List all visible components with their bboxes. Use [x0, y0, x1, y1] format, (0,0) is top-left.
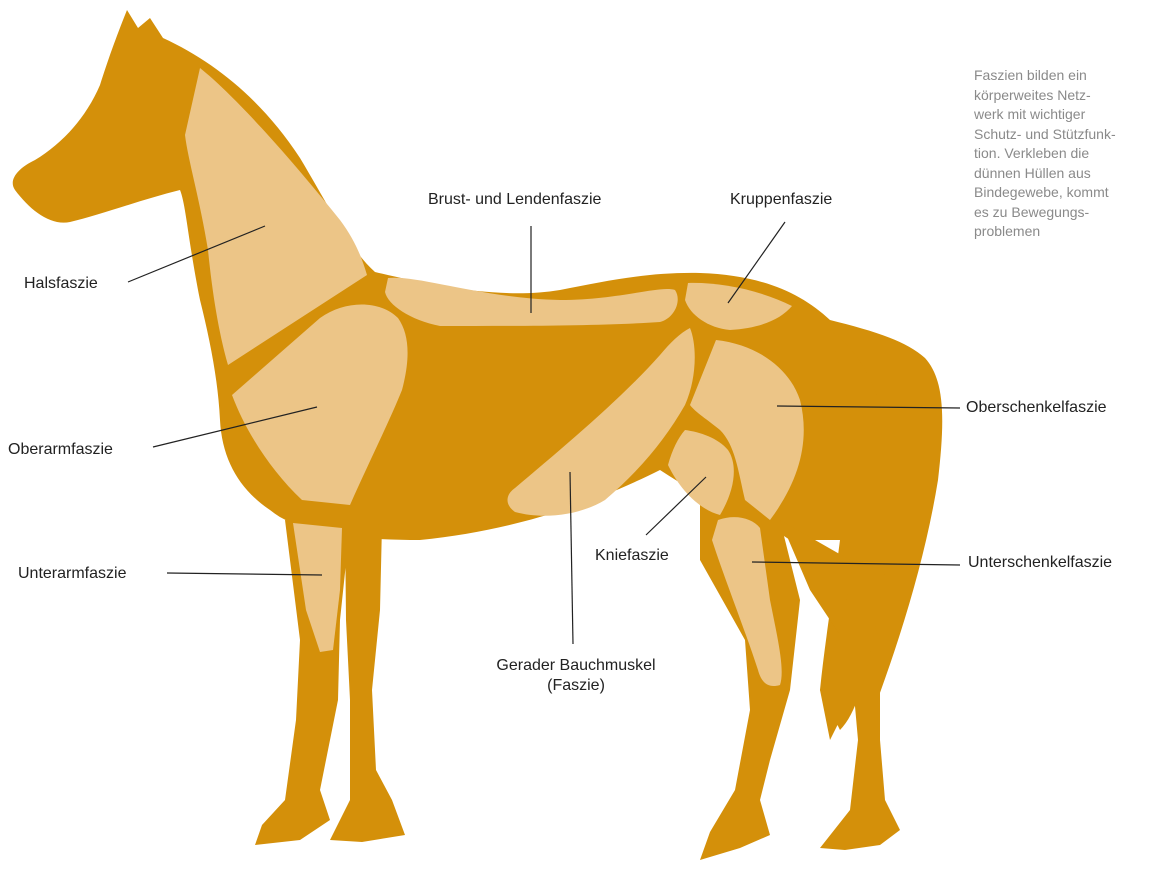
info-note-line: dünnen Hüllen aus — [974, 164, 1154, 184]
label-unterschenkelfaszie: Unterschenkelfaszie — [968, 553, 1112, 573]
label-unterarmfaszie: Unterarmfaszie — [18, 564, 126, 584]
info-note-line: Bindegewebe, kommt — [974, 183, 1154, 203]
label-brust-lendenfaszie: Brust- und Lendenfaszie — [428, 190, 601, 210]
label-bauchmuskel: Gerader Bauchmuskel (Faszie) — [476, 656, 676, 696]
label-oberarmfaszie: Oberarmfaszie — [8, 440, 113, 460]
info-note-line: tion. Verkleben die — [974, 144, 1154, 164]
label-bauchmuskel-line2: (Faszie) — [476, 676, 676, 696]
label-kniefaszie: Kniefaszie — [595, 546, 669, 566]
info-note-line: es zu Bewegungs- — [974, 203, 1154, 223]
leader-kniefaszie — [646, 477, 706, 535]
label-kruppenfaszie: Kruppenfaszie — [730, 190, 832, 210]
label-bauchmuskel-line1: Gerader Bauchmuskel — [476, 656, 676, 676]
info-note-line: Schutz- und Stützfunk- — [974, 125, 1154, 145]
info-note-line: werk mit wichtiger — [974, 105, 1154, 125]
info-note-line: Faszien bilden ein — [974, 66, 1154, 86]
label-oberschenkelfaszie: Oberschenkelfaszie — [966, 398, 1107, 418]
info-note-line: körperweites Netz- — [974, 86, 1154, 106]
horse-silhouette — [13, 10, 942, 740]
label-halsfaszie: Halsfaszie — [24, 274, 98, 294]
info-note: Faszien bilden ein körperweites Netz- we… — [974, 66, 1154, 242]
info-note-line: problemen — [974, 222, 1154, 242]
